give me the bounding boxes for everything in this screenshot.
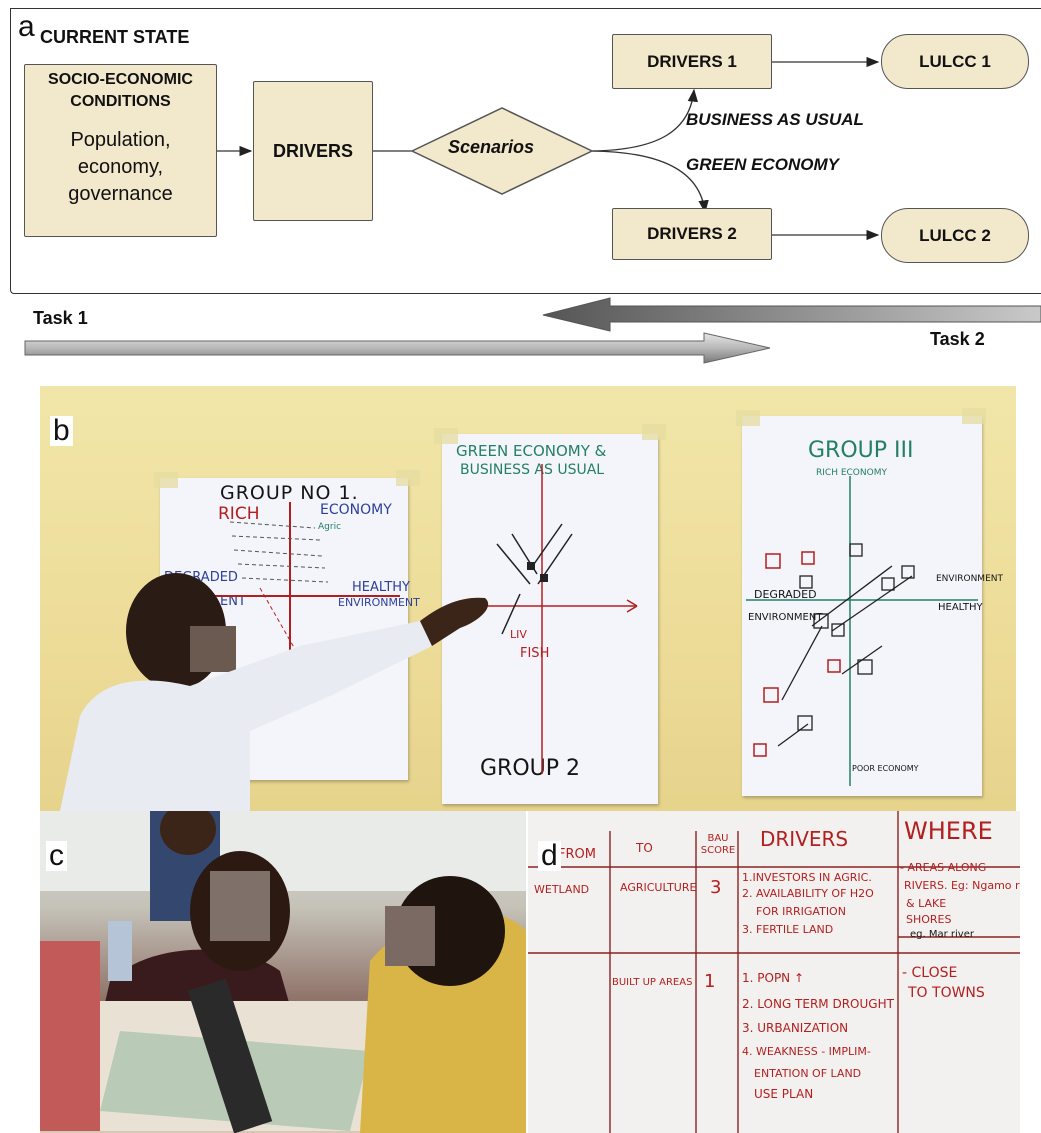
- flipchart-group2: GREEN ECONOMY & BUSINESS AS USUAL LIV FI…: [434, 424, 666, 804]
- group2-liv: LIV: [510, 628, 527, 641]
- drivers1-box: DRIVERS 1: [612, 34, 772, 89]
- row2-to: BUILT UP AREAS: [612, 977, 693, 988]
- group1-agric: Agric: [318, 522, 342, 532]
- group2-title-line1: GREEN ECONOMY &: [456, 442, 607, 460]
- group1-title: GROUP NO 1.: [220, 482, 359, 504]
- row2-driver-2: 2. LONG TERM DROUGHT: [742, 997, 894, 1011]
- panel-a-letter: a: [18, 10, 35, 43]
- row2-where-2: TO TOWNS: [908, 985, 985, 1001]
- row1-driver-3: FOR IRRIGATION: [756, 905, 846, 918]
- panel-c-photo: c: [40, 811, 526, 1133]
- row1-where-2: RIVERS. Eg: Ngamo river: [904, 879, 1020, 892]
- lulcc1-box: LULCC 1: [881, 34, 1029, 89]
- table-header-where: WHERE: [904, 817, 993, 845]
- panel-b-letter: b: [50, 416, 73, 446]
- panel-d-photo: FROM TO BAU SCORE DRIVERS WHERE WETLAND …: [528, 811, 1020, 1133]
- flipchart-group3: GROUP III RICH ECONOMY DEGRADED ENVIRONM…: [736, 408, 1003, 796]
- lulcc2-box: LULCC 2: [881, 208, 1029, 263]
- scenarios-diamond: [410, 107, 594, 195]
- panel-b-photo: GROUP NO 1. RICH ECONOMY DEGRADED ENT HE…: [40, 386, 1016, 811]
- row2-where-1: - CLOSE: [902, 965, 958, 981]
- row2-driver-4: 4. WEAKNESS - IMPLIM-: [742, 1045, 871, 1058]
- handwritten-table-grid: [528, 811, 1020, 1133]
- row1-where-3: & LAKE: [906, 897, 947, 910]
- row2-driver-5: ENTATION OF LAND: [754, 1067, 862, 1080]
- group3-title: GROUP III: [808, 438, 914, 463]
- arrow-scenarios-to-drivers2: [591, 150, 709, 214]
- group3-environment-left: ENVIRONMENT: [748, 612, 823, 623]
- row1-driver-2: 2. AVAILABILITY OF H2O: [742, 887, 874, 900]
- row2-score: 1: [704, 971, 716, 992]
- arrow-scenarios-to-drivers1: [591, 88, 699, 152]
- task2-label: Task 2: [930, 329, 985, 349]
- table-header-from: FROM: [558, 847, 596, 862]
- group1-rich: RICH: [218, 504, 260, 524]
- group3-healthy: HEALTHY: [938, 602, 983, 613]
- panel-d-letter: d: [538, 841, 561, 871]
- task2-arrow: [542, 297, 1041, 332]
- meeting-scene: [40, 811, 526, 1133]
- panel-c-letter: c: [46, 841, 67, 871]
- green-economy-label: GREEN ECONOMY: [686, 155, 840, 174]
- table-header-drivers: DRIVERS: [760, 827, 849, 851]
- socio-economic-title: SOCIO-ECONOMIC CONDITIONS: [48, 71, 193, 110]
- row1-score: 3: [710, 877, 722, 898]
- group3-rich-economy: RICH ECONOMY: [816, 468, 887, 478]
- group3-degraded: DEGRADED: [754, 588, 817, 601]
- table-header-to: TO: [636, 841, 653, 855]
- diagram-connectors: [24, 56, 1041, 364]
- task1-label: Task 1: [33, 308, 88, 328]
- row1-where-5: eg. Mar river: [910, 929, 974, 940]
- task1-arrow: [24, 332, 771, 364]
- group2-footer: GROUP 2: [480, 756, 581, 781]
- group3-sketch: [746, 476, 978, 786]
- group1-economy: ECONOMY: [320, 502, 392, 518]
- business-as-usual-label: BUSINESS AS USUAL: [686, 110, 864, 129]
- row2-driver-6: USE PLAN: [754, 1087, 814, 1101]
- drivers-box: DRIVERS: [253, 81, 373, 221]
- group3-environment-right: ENVIRONMENT: [936, 574, 1003, 584]
- socio-economic-body: Population, economy, governance: [68, 129, 173, 205]
- row1-where-4: SHORES: [906, 913, 952, 926]
- group1-healthy: HEALTHY: [352, 580, 410, 595]
- row1-driver-4: 3. FERTILE LAND: [742, 923, 834, 936]
- scenarios-label: Scenarios: [448, 137, 535, 157]
- presenter-figure: [60, 573, 489, 811]
- row1-driver-1: 1.INVESTORS IN AGRIC.: [742, 871, 872, 884]
- row1-where-1: - AREAS ALONG: [900, 861, 987, 874]
- row2-driver-3: 3. URBANIZATION: [742, 1021, 849, 1035]
- group3-poor-economy: POOR ECONOMY: [852, 764, 919, 773]
- socio-economic-box: SOCIO-ECONOMIC CONDITIONS Population, ec…: [24, 64, 217, 237]
- drivers2-box: DRIVERS 2: [612, 208, 772, 260]
- panel-a: a CURRENT STATE SOCIO-ECONOMIC CO: [0, 0, 1041, 380]
- diagram-frame: [10, 8, 1041, 294]
- row1-from: WETLAND: [534, 883, 590, 896]
- group1-ent: ENT: [220, 594, 246, 609]
- row1-to: AGRICULTURE: [620, 881, 697, 894]
- row2-driver-1: 1. POPN ↑: [742, 971, 805, 985]
- current-state-label: CURRENT STATE: [40, 27, 190, 47]
- group1-environment: ENVIRONMENT: [338, 596, 420, 609]
- group2-title-line2: BUSINESS AS USUAL: [460, 462, 605, 478]
- table-header-bau-score: BAU SCORE: [700, 833, 736, 856]
